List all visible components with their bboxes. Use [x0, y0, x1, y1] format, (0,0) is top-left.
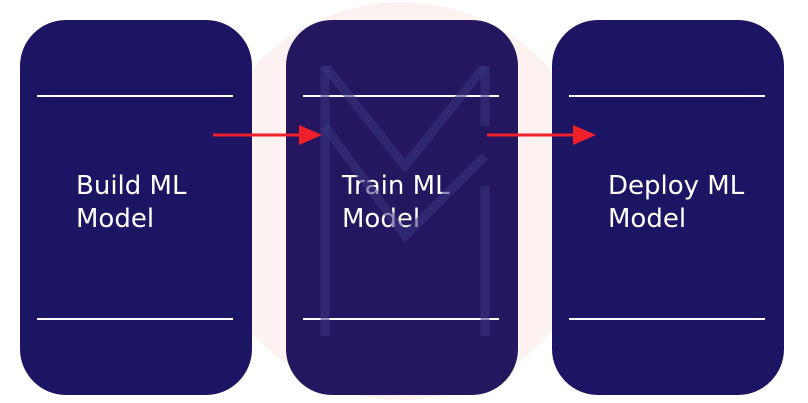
divider [303, 95, 499, 97]
step-label: Deploy ML Model [608, 171, 745, 234]
step-card-deploy: Deploy ML Model [552, 20, 784, 395]
divider [303, 318, 499, 320]
divider [37, 95, 233, 97]
arrow-right-icon [487, 125, 596, 145]
arrow-right-icon [213, 125, 322, 145]
watermark-m-logo [320, 66, 490, 336]
divider [569, 95, 765, 97]
step-label: Build ML Model [76, 171, 187, 234]
divider [569, 318, 765, 320]
step-card-build: Build ML Model [20, 20, 252, 395]
divider [37, 318, 233, 320]
